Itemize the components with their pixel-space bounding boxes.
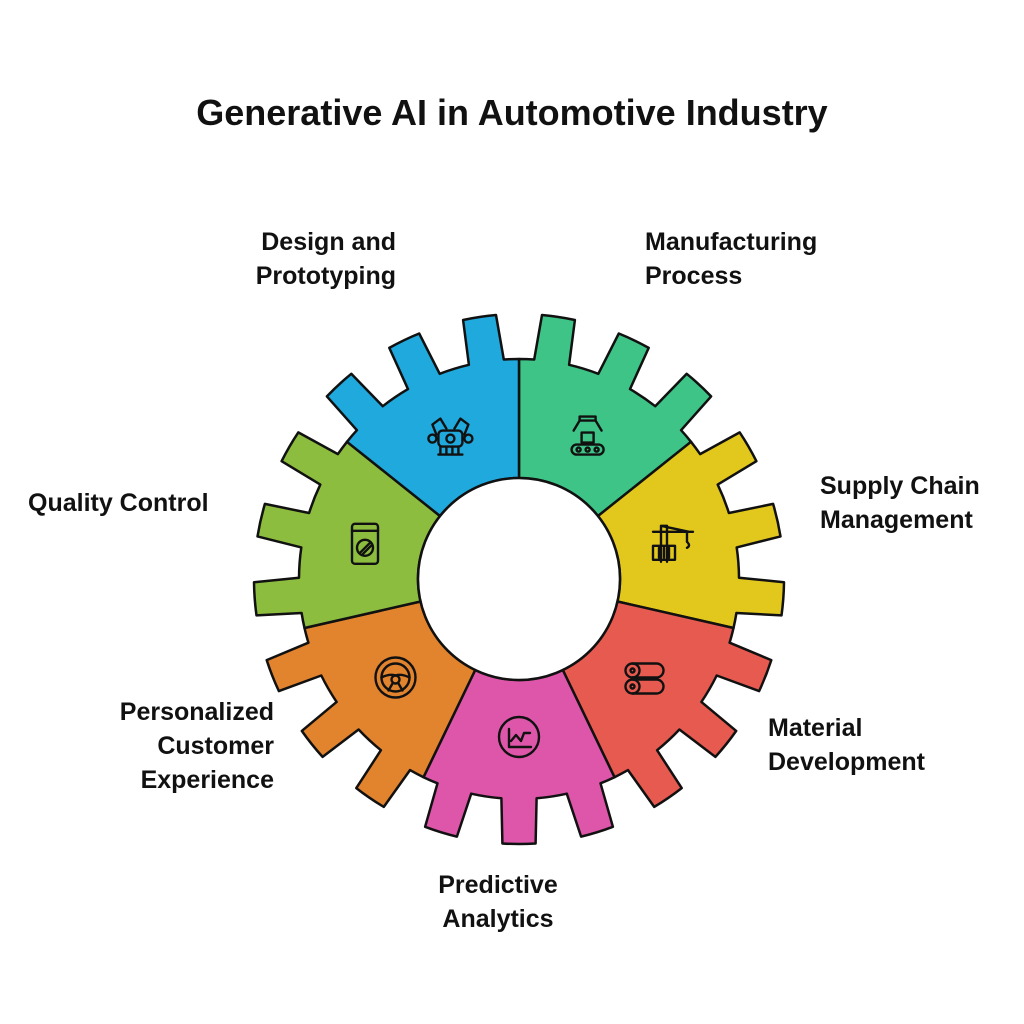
inspection-device-icon (350, 522, 380, 565)
line-chart-icon (497, 715, 541, 759)
material-rolls-icon (624, 662, 665, 695)
robotic-arm-conveyor-icon (570, 415, 605, 456)
label-design-and-prototyping: Design and Prototyping (255, 228, 396, 290)
label-supply-chain-management: Supply Chain Management (820, 472, 980, 534)
engine-design-icon (427, 417, 474, 456)
label-manufacturing-process: Manufacturing Process (645, 228, 818, 290)
label-quality-control: Quality Control (28, 489, 209, 517)
page-title: Generative AI in Automotive Industry (196, 92, 828, 133)
label-personalized-customer-experience: Personalized Customer Experience (119, 698, 274, 794)
label-material-development: Material Development (768, 714, 925, 776)
label-predictive-analytics: Predictive Analytics (438, 871, 558, 933)
crane-container-icon (651, 524, 695, 563)
gear-center-hole (416, 476, 622, 682)
steering-wheel-icon (374, 656, 417, 699)
